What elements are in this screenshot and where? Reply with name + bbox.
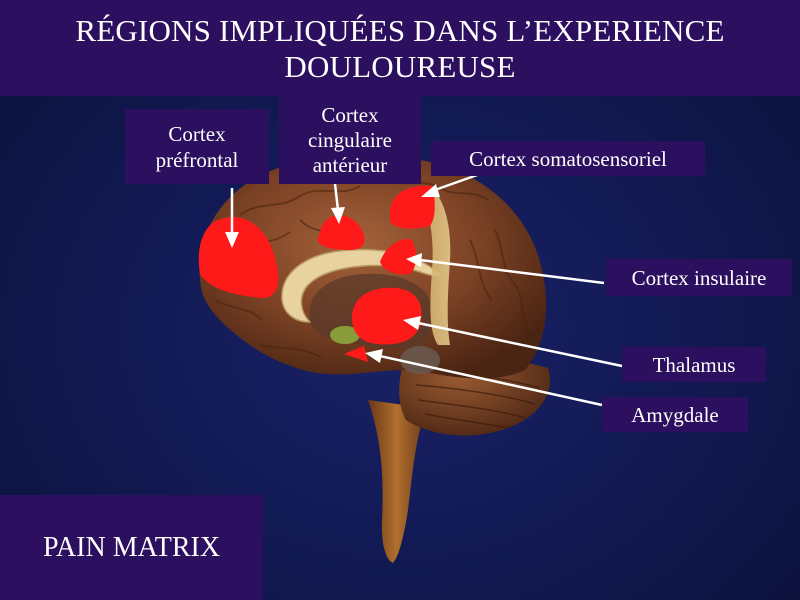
- arrowhead-somatosensory: [421, 184, 440, 197]
- label-cingulate-line-1: Cortex: [321, 102, 379, 127]
- arrowhead-cingulate: [331, 207, 345, 224]
- cerebrum: [199, 154, 547, 379]
- label-prefrontal-line-1: Cortex: [168, 121, 226, 146]
- region-cingulate: [317, 215, 365, 250]
- label-insular-cortex: Cortex insulaire: [606, 259, 792, 296]
- label-prefrontal-cortex: Cortex préfrontal: [125, 109, 269, 184]
- pain-matrix-label: PAIN MATRIX: [0, 495, 263, 600]
- slide-title-line-2: DOULOUREUSE: [284, 49, 516, 84]
- region-insular: [380, 239, 417, 275]
- label-thalamus: Thalamus: [622, 347, 766, 382]
- region-prefrontal: [198, 216, 279, 298]
- arrow-cingulate: [333, 183, 340, 211]
- arrow-amygdala: [379, 354, 603, 407]
- title-bar: RÉGIONS IMPLIQUÉES DANS L’EXPERIENCE DOU…: [0, 0, 800, 96]
- region-amygdala: [344, 346, 368, 362]
- arrowhead-insular: [406, 253, 422, 267]
- pointer-arrows: [225, 172, 623, 407]
- arrowhead-amygdala: [365, 349, 383, 363]
- label-anterior-cingulate-cortex: Cortex cingulaire antérieur: [279, 96, 421, 184]
- arrow-thalamus: [417, 321, 623, 368]
- arrowhead-prefrontal: [225, 232, 239, 248]
- label-somatosensory-cortex: Cortex somatosensoriel: [431, 141, 705, 176]
- label-prefrontal-line-2: préfrontal: [155, 147, 239, 172]
- arrow-insular: [419, 258, 605, 285]
- brain-stem: [368, 400, 426, 563]
- label-cingulate-line-3: antérieur: [312, 152, 388, 177]
- region-thalamus: [352, 287, 422, 345]
- insula-stripe: [415, 186, 451, 345]
- label-amygdala: Amygdale: [602, 397, 748, 432]
- arrowhead-thalamus: [403, 316, 421, 330]
- slide-title-line-1: RÉGIONS IMPLIQUÉES DANS L’EXPERIENCE: [75, 13, 725, 48]
- pain-regions: [198, 185, 435, 362]
- label-cingulate-line-2: cingulaire: [308, 127, 392, 152]
- hypothalamus: [330, 326, 360, 344]
- arrow-somatosensory: [431, 172, 481, 193]
- pons: [400, 346, 440, 374]
